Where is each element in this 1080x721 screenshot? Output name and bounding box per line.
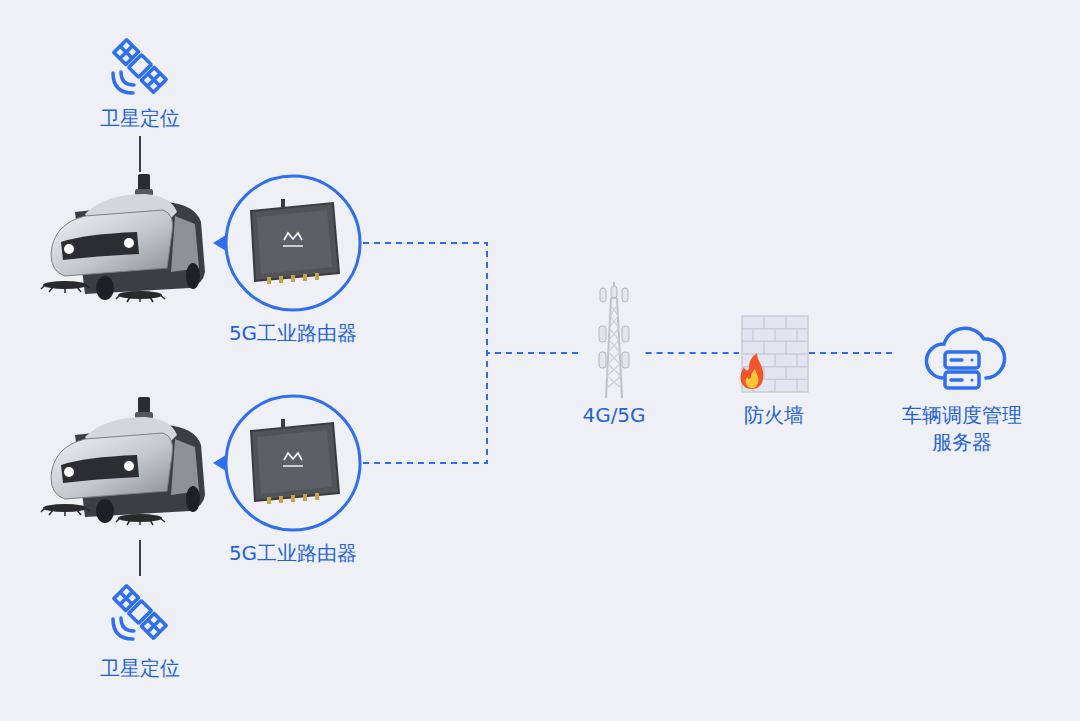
node-label: 卫星定位 <box>100 105 180 132</box>
node-label: 卫星定位 <box>100 655 180 682</box>
satellite-node: 卫星定位 <box>100 586 180 682</box>
server-icon <box>926 328 1004 388</box>
cell-tower <box>611 286 617 298</box>
cell-tower <box>622 288 628 302</box>
cell-tower <box>607 304 621 388</box>
link-line <box>139 136 141 576</box>
dashed-link <box>363 353 582 463</box>
cell-tower <box>622 352 629 368</box>
router-badge <box>213 396 360 530</box>
server-icon <box>971 359 974 362</box>
cell-tower <box>622 326 629 342</box>
server-icon <box>951 360 962 380</box>
cell-tower <box>599 326 606 342</box>
link-line <box>139 136 141 172</box>
firewall-wall <box>746 369 759 388</box>
satellite-node: 卫星定位 <box>100 35 180 132</box>
server-icon <box>971 379 974 382</box>
satellite-icon <box>113 40 166 93</box>
cell-tower <box>599 352 606 368</box>
server-node: 车辆调度管理 服务器 <box>897 318 1027 456</box>
dashed-link <box>363 243 582 353</box>
firewall-node: 防火墙 <box>739 312 809 429</box>
router-node: 5G工业路由器 <box>223 175 363 347</box>
firewall-wall <box>741 353 764 389</box>
node-label: 车辆调度管理 服务器 <box>897 402 1027 456</box>
cell-tower <box>600 288 606 302</box>
sweeper-robot <box>41 397 205 525</box>
node-label: 4G/5G <box>582 402 645 429</box>
node-label: 5G工业路由器 <box>229 540 357 567</box>
dashed-link <box>809 352 897 354</box>
firewall-wall <box>742 316 808 392</box>
cell-tower <box>607 304 621 388</box>
dashed-link <box>646 352 739 354</box>
node-label: 5G工业路由器 <box>229 320 357 347</box>
sweeper-robot <box>41 174 205 302</box>
link-line <box>139 540 141 576</box>
cell-tower <box>606 282 622 398</box>
satellite-icon <box>113 586 166 639</box>
firewall-wall <box>741 316 808 392</box>
router-node: 5G工业路由器 <box>223 395 363 567</box>
node-label: 防火墙 <box>744 402 804 429</box>
router-badge <box>213 176 360 310</box>
tower-node: 4G/5G <box>582 280 645 429</box>
cell-tower <box>599 282 629 398</box>
